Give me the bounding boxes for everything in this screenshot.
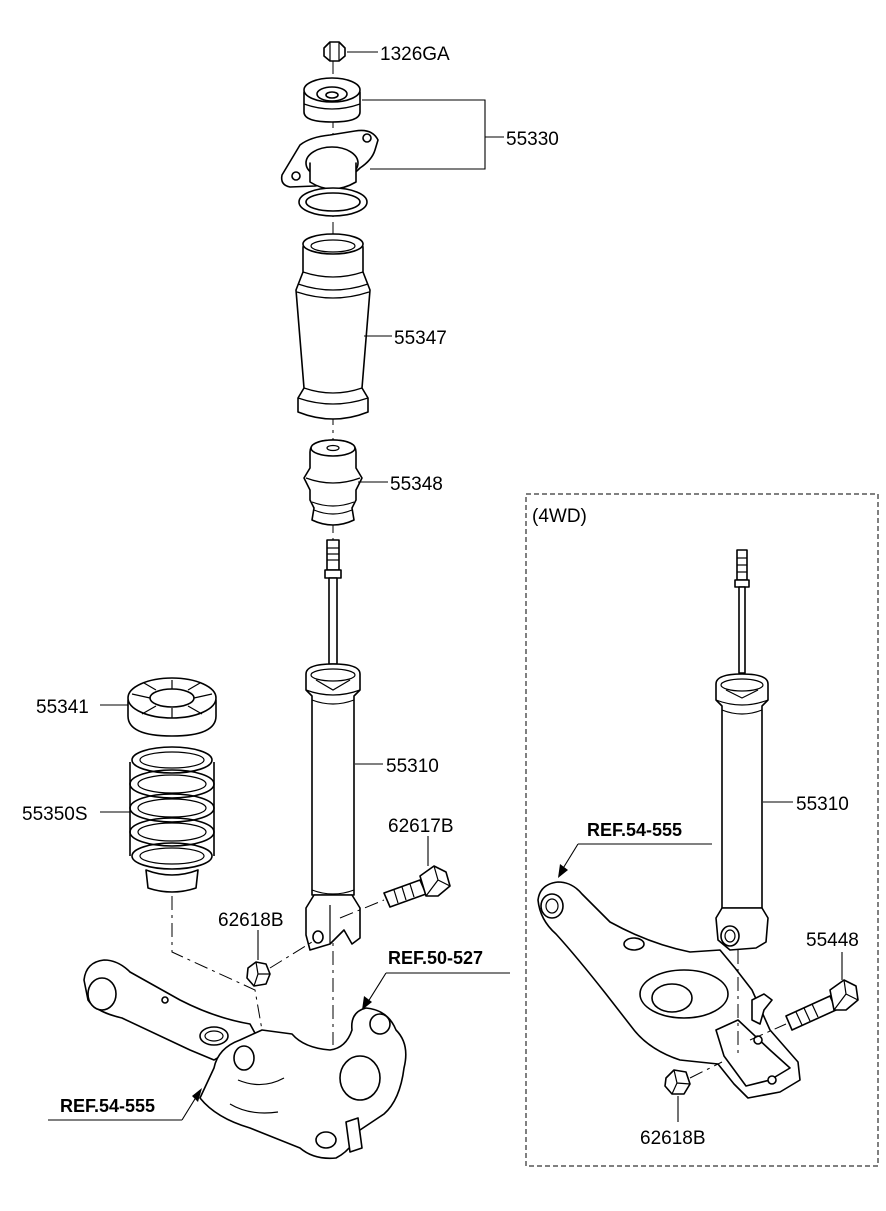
spring-pad-part xyxy=(127,677,217,737)
bolt-label: 62617B xyxy=(388,816,454,837)
inset-lower-arm-part xyxy=(537,881,801,1099)
ref-knuckle-leader xyxy=(365,972,387,1006)
knuckle-part xyxy=(199,1007,407,1160)
inset-ref-label: REF.54-555 xyxy=(587,820,682,840)
ref-knuckle-arrow-icon xyxy=(362,996,372,1010)
mount-assembly-bracket-leader xyxy=(362,99,486,170)
ref-lower-arm-arrow-icon xyxy=(192,1088,202,1102)
shock-absorber-part xyxy=(305,539,361,951)
inset-bolt-axis-line xyxy=(749,1023,787,1041)
mount-insulator-part xyxy=(303,77,361,123)
coil-spring-part xyxy=(129,746,215,893)
inset-bolt-nut-label: 62618B xyxy=(640,1128,706,1149)
ref-knuckle-label: REF.50-527 xyxy=(388,948,483,968)
bump-stopper-part xyxy=(303,439,363,526)
mount-seat-ring-part xyxy=(298,187,368,217)
nut-axis-line xyxy=(269,941,313,969)
ref-lower-arm-label: REF.54-555 xyxy=(60,1096,155,1116)
bolt-axis-line xyxy=(339,899,385,919)
bolt-part xyxy=(383,865,451,908)
inset-bolt-nut-part xyxy=(664,1069,691,1095)
bolt-nut-label: 62618B xyxy=(218,910,284,931)
dust-cover-part xyxy=(295,233,371,420)
inset-shock-absorber-label: 55310 xyxy=(796,794,849,815)
lower-arm-part xyxy=(83,959,263,1061)
mount-bracket-part xyxy=(280,129,379,190)
dust-cover-label: 55347 xyxy=(394,328,447,349)
inset-bolt-label: 55448 xyxy=(806,930,859,951)
inset-4wd-frame xyxy=(525,493,879,1167)
mount-assembly-label: 55330 xyxy=(506,129,559,150)
bolt-nut-part xyxy=(246,961,271,987)
inset-nut-axis-line xyxy=(689,1061,723,1079)
spring-pad-label: 55341 xyxy=(36,697,89,718)
bump-stopper-label: 55348 xyxy=(390,474,443,495)
inset-bolt-part xyxy=(785,979,859,1031)
nut-label: 1326GA xyxy=(380,44,450,65)
inset-ref-arrow-icon xyxy=(558,864,568,878)
coil-spring-label: 55350S xyxy=(22,804,88,825)
shock-absorber-label: 55310 xyxy=(386,756,439,777)
inset-shock-absorber-part xyxy=(715,549,769,951)
inset-ref-leader xyxy=(561,843,579,871)
inset-title: (4WD) xyxy=(532,506,587,527)
spring-guide-line xyxy=(171,896,263,1031)
nut-part xyxy=(323,41,346,62)
